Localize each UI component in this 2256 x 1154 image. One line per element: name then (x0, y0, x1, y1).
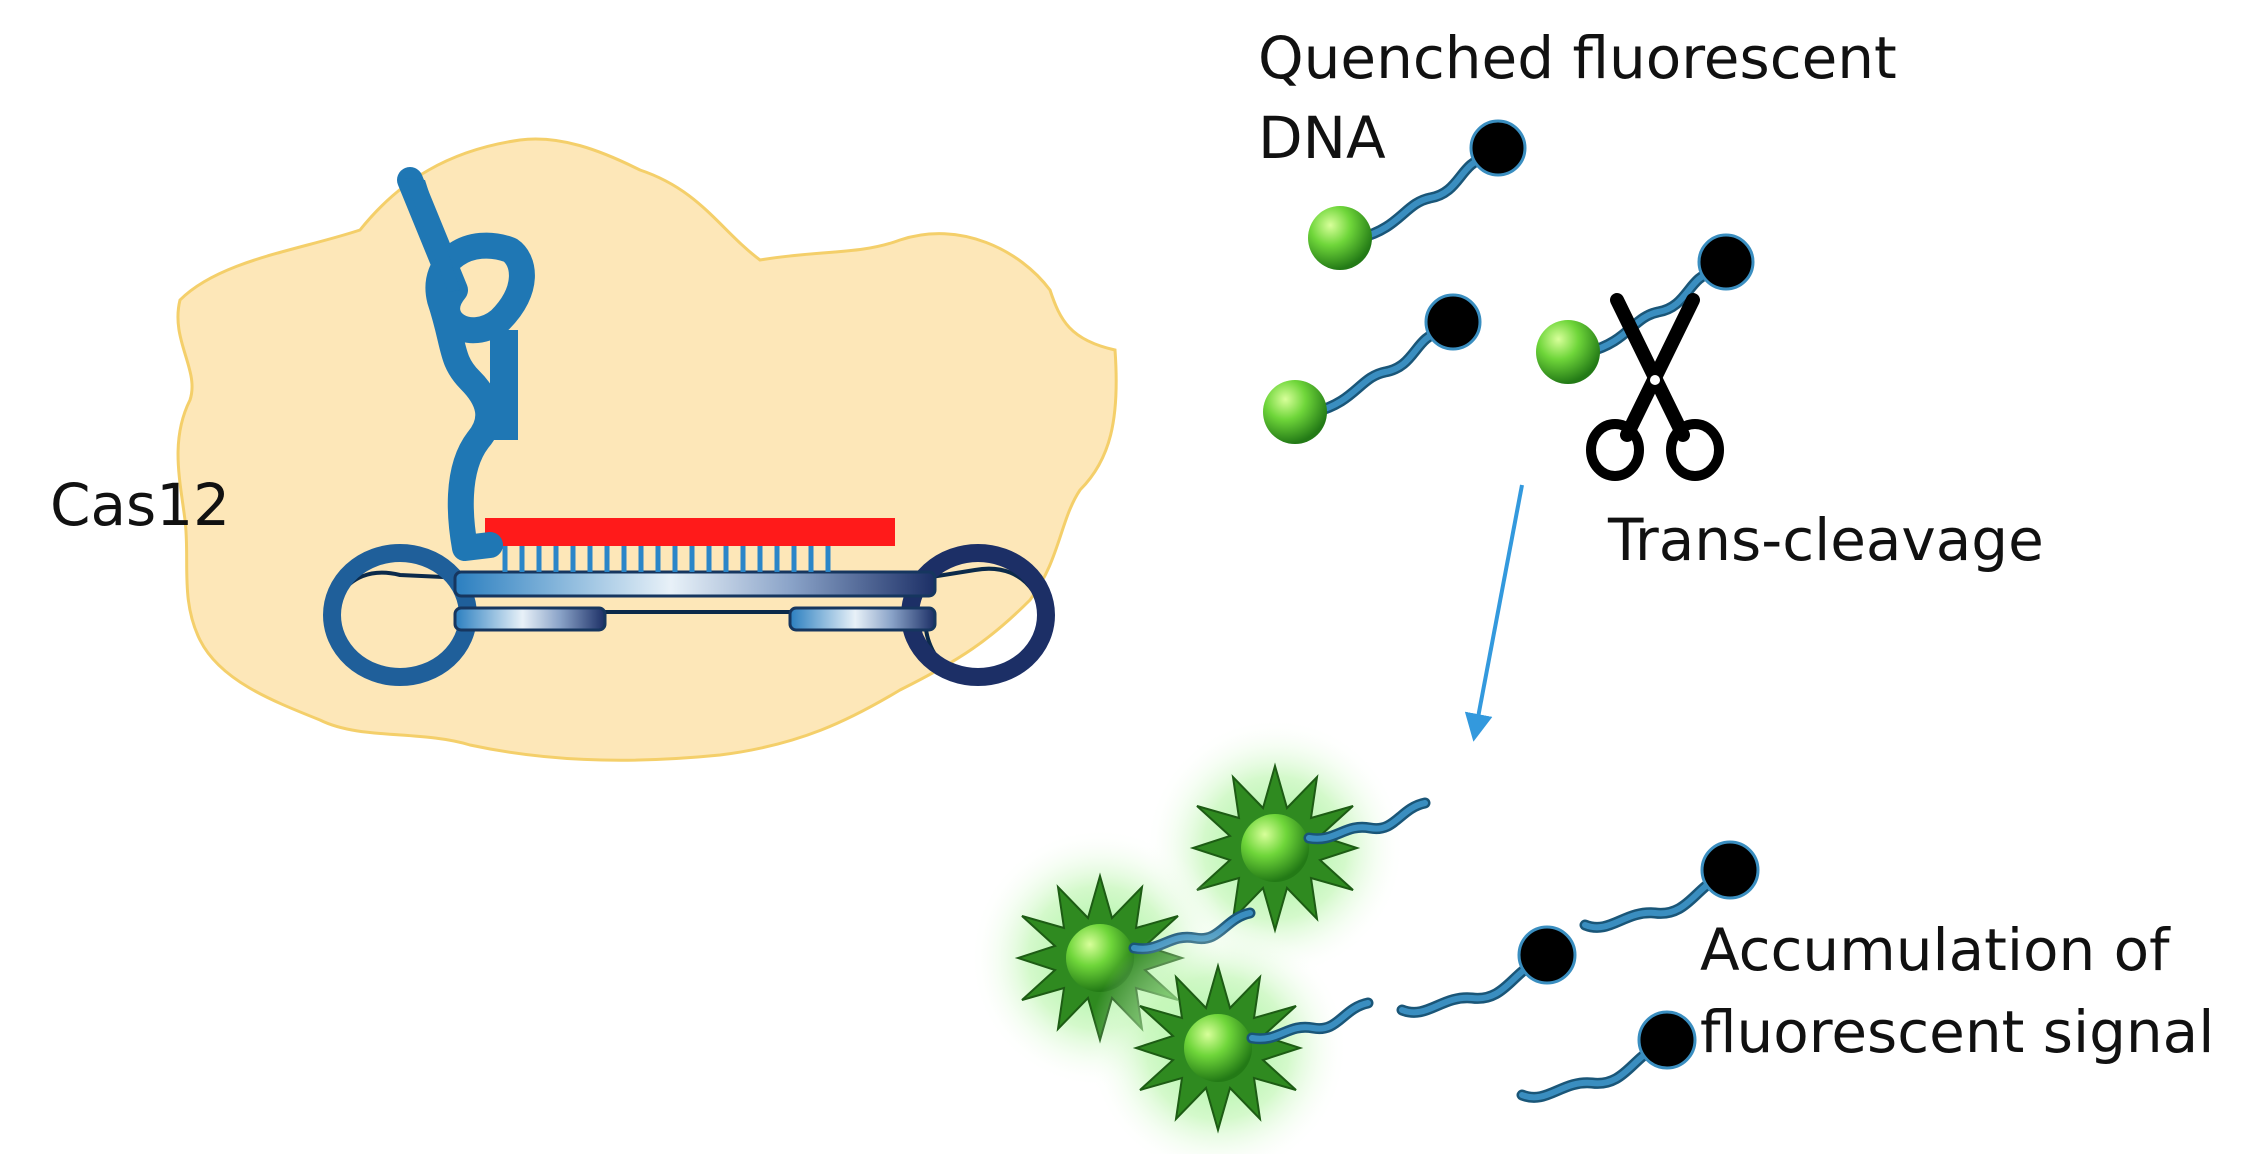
crrna-tip (405, 178, 460, 292)
label-quenched-line1: Quenched fluorescent (1258, 24, 1897, 92)
quencher-fragment-1 (1585, 842, 1758, 927)
quenched-probe-2 (1263, 295, 1480, 444)
label-cas12: Cas12 (50, 471, 230, 539)
label-accumulation-line1: Accumulation of (1700, 916, 2171, 984)
quencher-fragment-3 (1522, 1012, 1695, 1097)
crrna (397, 167, 535, 561)
scissors-icon (1586, 293, 1724, 481)
arrow-down-icon (1464, 484, 1524, 742)
cas12-protein (176, 137, 1118, 762)
target-dna-hairpin (323, 544, 1055, 686)
quencher-fragment-2 (1402, 927, 1575, 1012)
target-strand (485, 518, 895, 546)
crrna-stem (490, 330, 518, 440)
label-accumulation-line2: fluorescent signal (1700, 998, 2214, 1066)
label-trans-cleavage: Trans-cleavage (1607, 506, 2044, 574)
label-quenched-line2: DNA (1258, 104, 1386, 172)
